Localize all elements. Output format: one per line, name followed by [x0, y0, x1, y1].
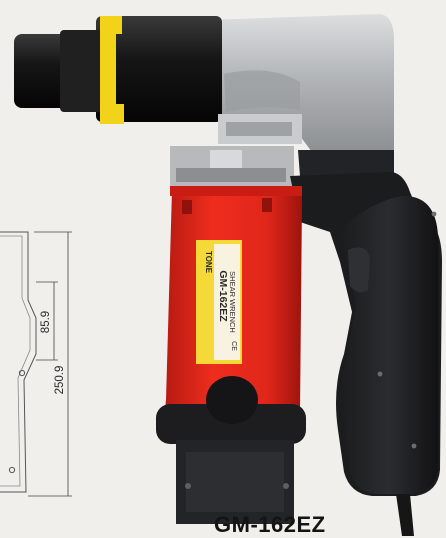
reaction-arm [298, 150, 394, 176]
dimension-overall-label: 250.9 [54, 366, 66, 395]
neck [170, 146, 294, 188]
model-caption: GM-162EZ [214, 512, 326, 537]
base [156, 376, 306, 524]
handle-grip [340, 196, 438, 494]
head-shadow [224, 70, 300, 112]
socket-head [14, 14, 394, 176]
sketch-screw [8, 466, 16, 474]
vent [182, 200, 192, 214]
handle-screw [411, 443, 417, 449]
label-panel [214, 244, 240, 360]
trigger [348, 247, 370, 293]
outer-socket [96, 16, 222, 122]
red-top-lip [170, 186, 302, 196]
yellow-band [100, 16, 124, 124]
handle-screw [431, 211, 437, 217]
dimension-head-label: 85.9 [40, 311, 52, 333]
inner-socket-ring [60, 30, 102, 112]
tool-outline-sketch [0, 231, 37, 493]
label-model: GM-162EZ [217, 270, 229, 322]
vent [262, 198, 272, 212]
label-product: SHEAR WRENCH [228, 271, 237, 333]
base-screw [185, 483, 191, 489]
handle-screw [377, 371, 383, 377]
base-screw [283, 483, 289, 489]
base-grip-ribs [186, 452, 284, 512]
collar-knob [206, 376, 258, 424]
handle [290, 172, 442, 536]
sketch-screw [18, 369, 26, 377]
motor-housing: TONE SHEAR WRENCH GM-162EZ CE [165, 186, 302, 414]
label-marks: CE [230, 341, 237, 351]
label-brand: TONE [204, 251, 213, 274]
neck-shade [176, 168, 286, 182]
aluminium-block-shadow [226, 122, 292, 136]
neck-screw-block [210, 150, 242, 168]
tool-outline-sketch-inner [0, 235, 31, 487]
power-cord [396, 494, 414, 536]
black-collar [156, 404, 306, 444]
dimension-drawing: 85.9 250.9 [0, 231, 72, 497]
